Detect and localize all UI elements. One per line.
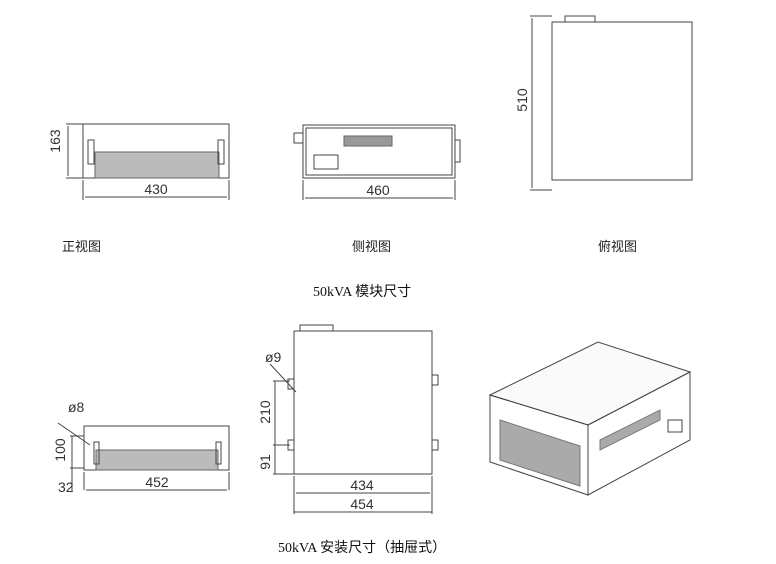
- top-depth-dim: 510: [514, 88, 530, 112]
- install-front-bottom-dim: 32: [58, 479, 74, 495]
- install-front-spacing-dim: 100: [52, 438, 68, 462]
- side-view-label: 侧视图: [352, 240, 392, 255]
- install-inner-width-dim: 434: [350, 477, 374, 493]
- front-height-dim: 163: [47, 129, 63, 153]
- install-caption: 50kVA 安装尺寸（抽屉式）: [278, 541, 447, 556]
- install-front-view: [57, 422, 230, 492]
- install-top-hole-dim: ø9: [265, 349, 282, 365]
- install-top-view: [269, 324, 439, 514]
- module-top-view: [530, 15, 693, 191]
- install-top-bottom-dim: 91: [257, 454, 273, 470]
- install-outer-width-dim: 454: [350, 496, 374, 512]
- top-view-label: 俯视图: [598, 240, 638, 255]
- install-top-spacing-dim: 210: [257, 400, 273, 424]
- front-width-dim: 430: [144, 181, 168, 197]
- isometric-view: [488, 341, 692, 496]
- front-view-label: 正视图: [62, 240, 102, 255]
- module-front-view: [66, 123, 230, 200]
- module-caption: 50kVA 模块尺寸: [313, 285, 412, 300]
- module-side-view: [293, 124, 461, 200]
- install-front-width-dim: 452: [145, 474, 169, 490]
- install-front-hole-dim: ø8: [68, 399, 85, 415]
- side-depth-dim: 460: [366, 182, 390, 198]
